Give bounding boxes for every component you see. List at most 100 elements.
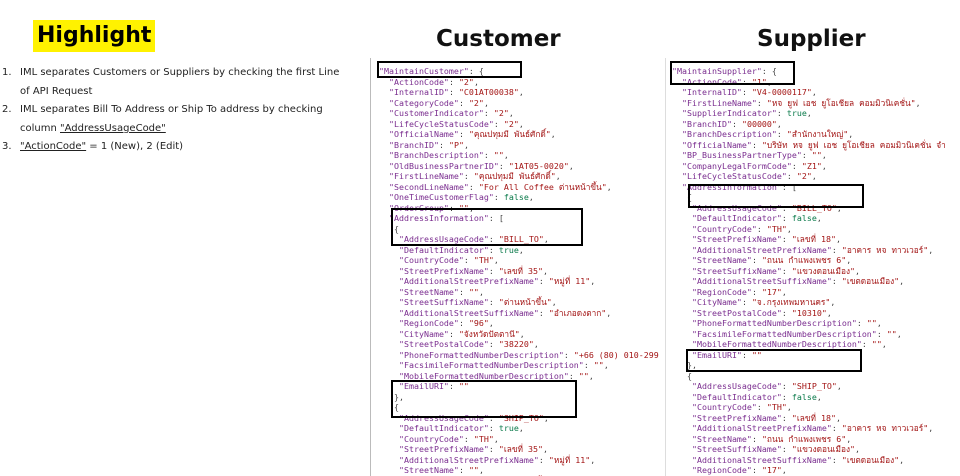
code-token: , [606, 181, 612, 192]
code-token: , [781, 465, 787, 475]
code-line: "CustomerIndicator": "2", [379, 108, 667, 119]
code-token: : [756, 223, 767, 234]
code-line: "StreetPostalCode": "38220", [379, 339, 667, 350]
code-token: : [568, 370, 579, 381]
code-line: "RegionCode": "17", [672, 465, 946, 476]
code-token: "StreetPrefixName" [672, 234, 782, 244]
code-token: "InternalID" [672, 87, 742, 97]
code-token: "AddressInformation" [672, 181, 782, 192]
code-line: "SecondLineName": "For All Coffee ต่านหน… [379, 182, 667, 193]
code-token: : [583, 360, 594, 370]
code-token: : [458, 286, 469, 297]
code-line: "FacsimileFormattedNumberDescription": "… [672, 329, 946, 340]
code-token: , [881, 339, 887, 349]
code-token: : [741, 297, 752, 307]
code-line: "DefaultIndicator": false, [672, 213, 946, 224]
highlight-box-maintain-supplier [670, 61, 795, 85]
code-token: "แขวงดอนเมือง" [791, 444, 856, 454]
code-token: "EmailURI" [379, 381, 449, 391]
code-token: false [503, 192, 529, 202]
code-token: : [493, 192, 504, 202]
code-token: : [861, 339, 872, 349]
code-line: "CountryCode": "TH", [672, 224, 946, 235]
code-token: , [899, 276, 905, 286]
code-token: "OneTimeCustomerFlag" [379, 192, 494, 202]
code-token: , [590, 276, 596, 286]
code-token: "BranchDescription" [379, 150, 484, 160]
code-token: : [781, 234, 792, 244]
code-token: , [503, 150, 509, 160]
code-line: "RegionCode": "96", [379, 318, 667, 329]
code-token: "StreetPrefixName" [379, 444, 489, 454]
code-token: "" [458, 381, 469, 391]
code-line: "AdditionalStreetPrefixName": "หมู่ที่ 1… [379, 276, 667, 287]
customer-json-panel: "MaintainCustomer": { "ActionCode": "2",… [370, 58, 667, 476]
code-token: : [791, 160, 802, 171]
code-line: "AddressUsageCode": "BILL_TO", [379, 234, 667, 245]
code-token: "StreetPrefixName" [379, 265, 489, 276]
code-token: "หมู่ที่ 11" [548, 276, 591, 286]
code-token: , [533, 339, 539, 349]
code-token: : [448, 87, 459, 97]
code-token: , [478, 465, 484, 475]
code-token: : [538, 307, 549, 318]
code-token: "หจ ยูฟ เอช ยูโอเชียล คอมมิวนิเคชั่น" [766, 97, 916, 108]
code-token: "TH" [766, 402, 787, 412]
code-line: "AdditionalStreetSuffixName": "เขตดอนเมื… [672, 455, 946, 466]
code-line: "MobileFormattedNumberDescription": "", [379, 371, 667, 382]
code-token: "AdditionalStreetSuffixName" [672, 454, 832, 465]
highlight-title: Highlight [33, 20, 156, 52]
code-token: "StreetName" [379, 465, 459, 475]
code-line: "StreetName": "", [379, 465, 667, 476]
note-number: 2. [2, 104, 12, 115]
code-token: , [876, 318, 882, 328]
code-line: "StreetPrefixName": "เลขที่ 18", [672, 413, 946, 424]
code-token: , [483, 97, 489, 108]
code-line: "FirstLineName": "หจ ยูฟ เอช ยูโอเชียล ค… [672, 98, 946, 109]
code-token: "คุณปทุมมี พันธ์ศักดิ์" [473, 171, 556, 181]
code-line: "AddressInformation": [ [672, 182, 946, 193]
code-token: "CountryCode" [672, 223, 757, 234]
code-line: "StreetSuffixName": "แขวงดอนเมือง", [672, 266, 946, 277]
code-token: : [563, 349, 574, 360]
code-token: , [806, 108, 812, 118]
code-token: "FacsimileFormattedNumberDescription" [672, 328, 877, 339]
note-2: 2. IML separates Bill To Address or Ship… [0, 101, 350, 138]
code-token: , [542, 444, 548, 454]
code-token: "เลขที่ 18" [791, 412, 836, 423]
code-token: "DefaultIndicator" [672, 213, 782, 223]
code-token: : [731, 118, 742, 129]
code-line: "MobileFormattedNumberDescription": "", [672, 339, 946, 350]
note-text: IML separates Customers or Suppliers by … [20, 67, 340, 97]
code-token: : [876, 328, 887, 339]
code-token: "00000" [741, 118, 777, 129]
highlight-box-bill-to [391, 208, 583, 246]
code-token: , [899, 454, 905, 465]
code-token: "2" [458, 76, 474, 87]
code-line: "CountryCode": "TH", [672, 402, 946, 413]
code-token: : [751, 139, 762, 150]
code-token: : [781, 381, 792, 391]
code-token: , [528, 192, 534, 202]
code-token: "RegionCode" [672, 465, 752, 475]
code-token: : [781, 391, 792, 402]
code-token: "TH" [473, 255, 494, 265]
code-token: "AddressUsageCode" [379, 234, 489, 244]
code-token: "Z1" [801, 160, 822, 171]
code-line: "StreetName": "ถนน กำแพงเพชร 6", [672, 255, 946, 266]
code-token: : [831, 454, 842, 465]
code-token: , [519, 328, 525, 339]
supplier-title: Supplier [757, 26, 866, 52]
code-token: , [468, 202, 474, 213]
code-token: "จ.กรุงเทพมหานคร" [751, 297, 831, 307]
code-token: "2" [493, 108, 509, 118]
code-token: "1" [751, 76, 767, 87]
code-token: : [448, 202, 459, 213]
note-number: 1. [2, 67, 12, 78]
code-token: "17" [761, 286, 782, 297]
code-token: "10310" [791, 307, 827, 318]
code-token: , [928, 423, 934, 433]
code-token: "StreetName" [379, 286, 459, 297]
code-line: { [379, 224, 667, 235]
code-token: "StreetSuffixName" [672, 265, 782, 276]
